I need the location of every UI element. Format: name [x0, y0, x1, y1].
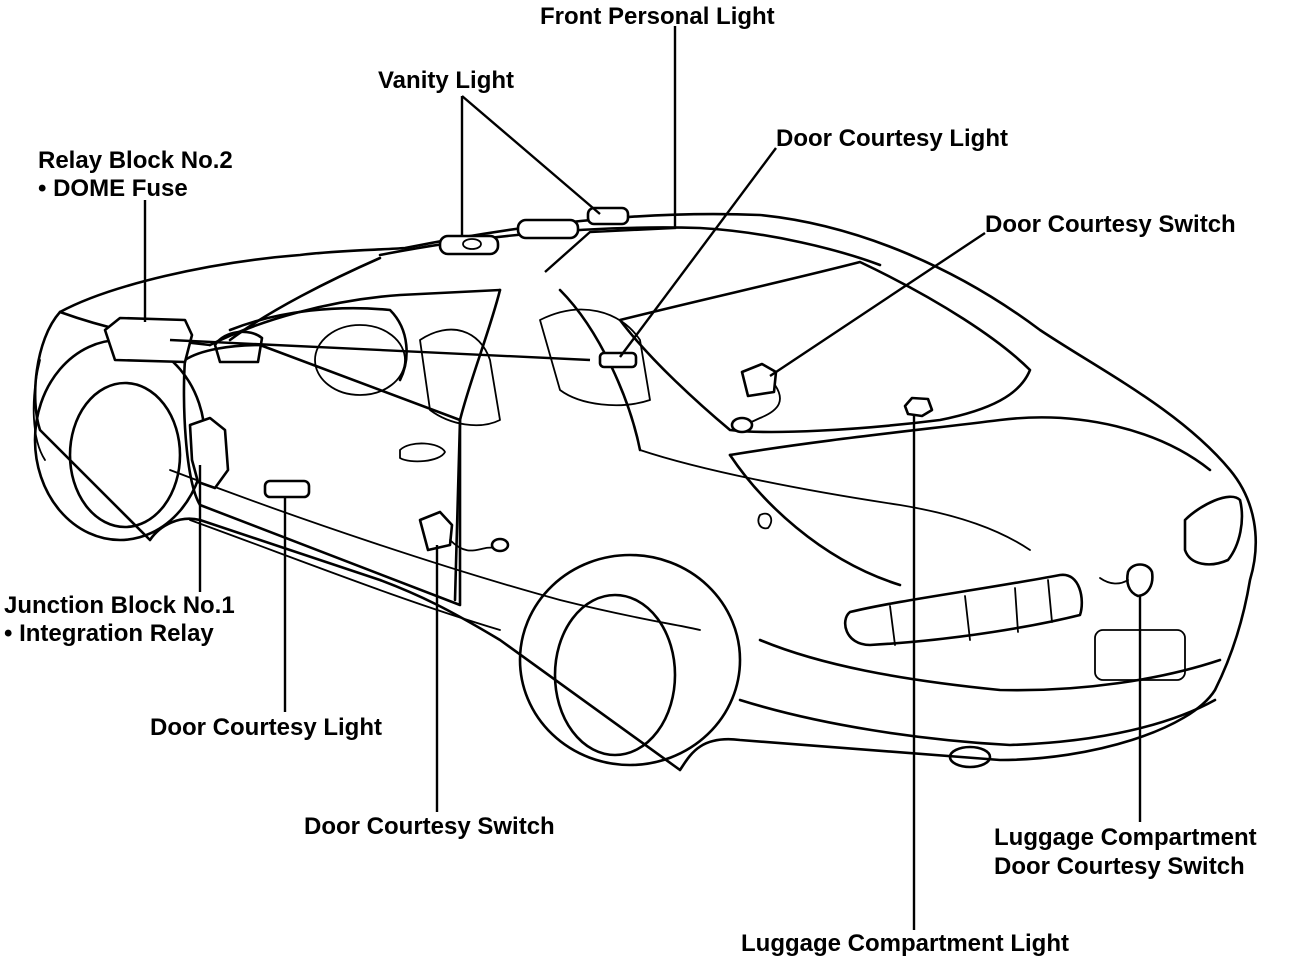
junction-block-no1: [188, 416, 230, 490]
label-door-courtesy-switch-top: Door Courtesy Switch: [985, 211, 1236, 238]
rear-bumper-lower: [738, 698, 1217, 747]
relay-block-no2: [103, 316, 194, 364]
hood-line: [208, 288, 502, 347]
tail-light: [844, 573, 1084, 647]
luggage-switch-harness: [1099, 577, 1129, 585]
leader-relay-block-harness: [169, 338, 591, 362]
exhaust-tip: [948, 745, 992, 769]
dashboard: [228, 306, 408, 382]
vanity-light-left-lens: [462, 238, 482, 250]
door-switch-connector-front: [490, 537, 510, 553]
vanity-light-right: [516, 218, 580, 240]
side-crease: [169, 469, 701, 631]
door-switch-harness-rear: [744, 384, 781, 426]
luggage-door-courtesy-switch: [1126, 563, 1154, 598]
components: [103, 206, 1154, 598]
rear-wheel: [553, 593, 677, 757]
label-luggage-switch-line2: Door Courtesy Switch: [994, 853, 1245, 880]
label-junction-block-line2: • Integration Relay: [4, 620, 214, 647]
rear-window: [618, 260, 1032, 434]
leader-front-personal-light: [544, 26, 677, 273]
front-wheel: [68, 381, 182, 529]
b-pillar: [453, 288, 502, 602]
luggage-compartment-light: [903, 396, 934, 418]
c-pillar: [558, 288, 642, 452]
rocker-line: [189, 519, 501, 631]
tail-light-divider: [889, 579, 1053, 646]
leader-door-courtesy-light-top: [619, 147, 777, 358]
labels: Front Personal Light Vanity Light Door C…: [4, 3, 1257, 957]
door-switch-connector-rear: [730, 416, 754, 434]
door-courtesy-light-front: [263, 479, 311, 499]
door-handle: [399, 442, 446, 463]
label-door-courtesy-light-bottom: Door Courtesy Light: [150, 714, 382, 741]
trunk-lid: [728, 416, 1212, 472]
trunk-edge: [728, 453, 902, 587]
car-drawing: [32, 212, 1258, 772]
rear-wheel-arch: [518, 553, 742, 767]
door-courtesy-switch-rear: [740, 362, 778, 398]
label-luggage-switch-line1: Luggage Compartment: [994, 824, 1257, 851]
tail-light-right: [1183, 495, 1244, 566]
car-body-outline: [33, 212, 1258, 772]
label-luggage-light: Luggage Compartment Light: [741, 930, 1069, 957]
door-courtesy-light-rear: [598, 351, 638, 369]
label-door-courtesy-switch-bottom: Door Courtesy Switch: [304, 813, 555, 840]
label-relay-block-line2: • DOME Fuse: [38, 175, 188, 202]
vanity-light-left: [438, 234, 500, 256]
label-vanity-light: Vanity Light: [378, 67, 514, 94]
label-front-personal-light: Front Personal Light: [540, 3, 775, 30]
label-relay-block-line1: Relay Block No.2: [38, 147, 233, 174]
leader-vanity-light-right: [461, 95, 601, 215]
label-junction-block-line1: Junction Block No.1: [4, 592, 235, 619]
leader-lines: [143, 26, 1142, 930]
leader-door-courtesy-switch-top: [769, 232, 986, 377]
fuel-door-mark: [757, 512, 773, 530]
front-seat: [419, 328, 501, 427]
rear-bumper: [758, 638, 1222, 692]
a-pillar: [228, 256, 382, 342]
door-courtesy-switch-front: [418, 510, 454, 552]
front-bumper: [32, 359, 46, 461]
rear-seat: [539, 308, 651, 407]
side-mirror: [213, 330, 264, 364]
steering-wheel: [314, 324, 406, 396]
label-door-courtesy-light-top: Door Courtesy Light: [776, 125, 1008, 152]
rear-quarter-line: [639, 449, 1031, 551]
